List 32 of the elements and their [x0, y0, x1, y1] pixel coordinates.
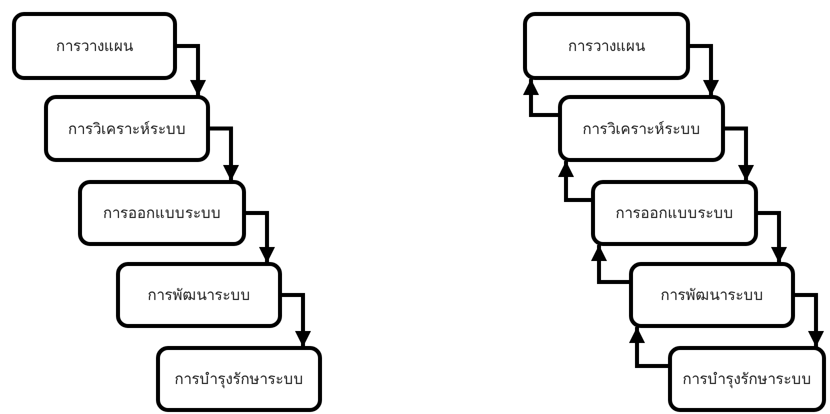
- box-label: การออกแบบระบบ: [103, 203, 221, 224]
- process-box: [12, 12, 177, 80]
- arrow: [246, 211, 275, 263]
- arrow: [629, 327, 668, 368]
- process-box: [523, 12, 690, 80]
- arrow: [725, 126, 754, 181]
- box-label: การวิเคราะห์ระบบ: [68, 118, 186, 140]
- arrow: [523, 79, 558, 117]
- box-label: การบำรุงรักษาระบบ: [174, 369, 304, 390]
- arrow: [591, 245, 629, 284]
- arrow: [210, 126, 239, 181]
- box-label: การวางแผน: [56, 36, 133, 57]
- box-label: การวางแผน: [568, 36, 645, 57]
- process-box: [78, 180, 246, 246]
- box-label: การบำรุงรักษาระบบ: [682, 369, 812, 390]
- process-box: [156, 346, 322, 412]
- arrow: [282, 293, 311, 347]
- process-box: [44, 95, 210, 162]
- process-box: [116, 262, 282, 328]
- arrow: [558, 161, 591, 202]
- box-label: การวิเคราะห์ระบบ: [582, 118, 700, 140]
- box-label: การพัฒนาระบบ: [148, 285, 250, 306]
- arrow: [177, 44, 206, 96]
- process-box: [558, 95, 725, 162]
- box-label: การออกแบบระบบ: [616, 203, 734, 224]
- box-label: การพัฒนาระบบ: [660, 285, 764, 306]
- arrow: [690, 44, 719, 96]
- process-box: [591, 180, 758, 246]
- arrow: [795, 293, 824, 347]
- process-box: [668, 346, 826, 412]
- process-box: [629, 262, 795, 328]
- arrow: [758, 211, 787, 263]
